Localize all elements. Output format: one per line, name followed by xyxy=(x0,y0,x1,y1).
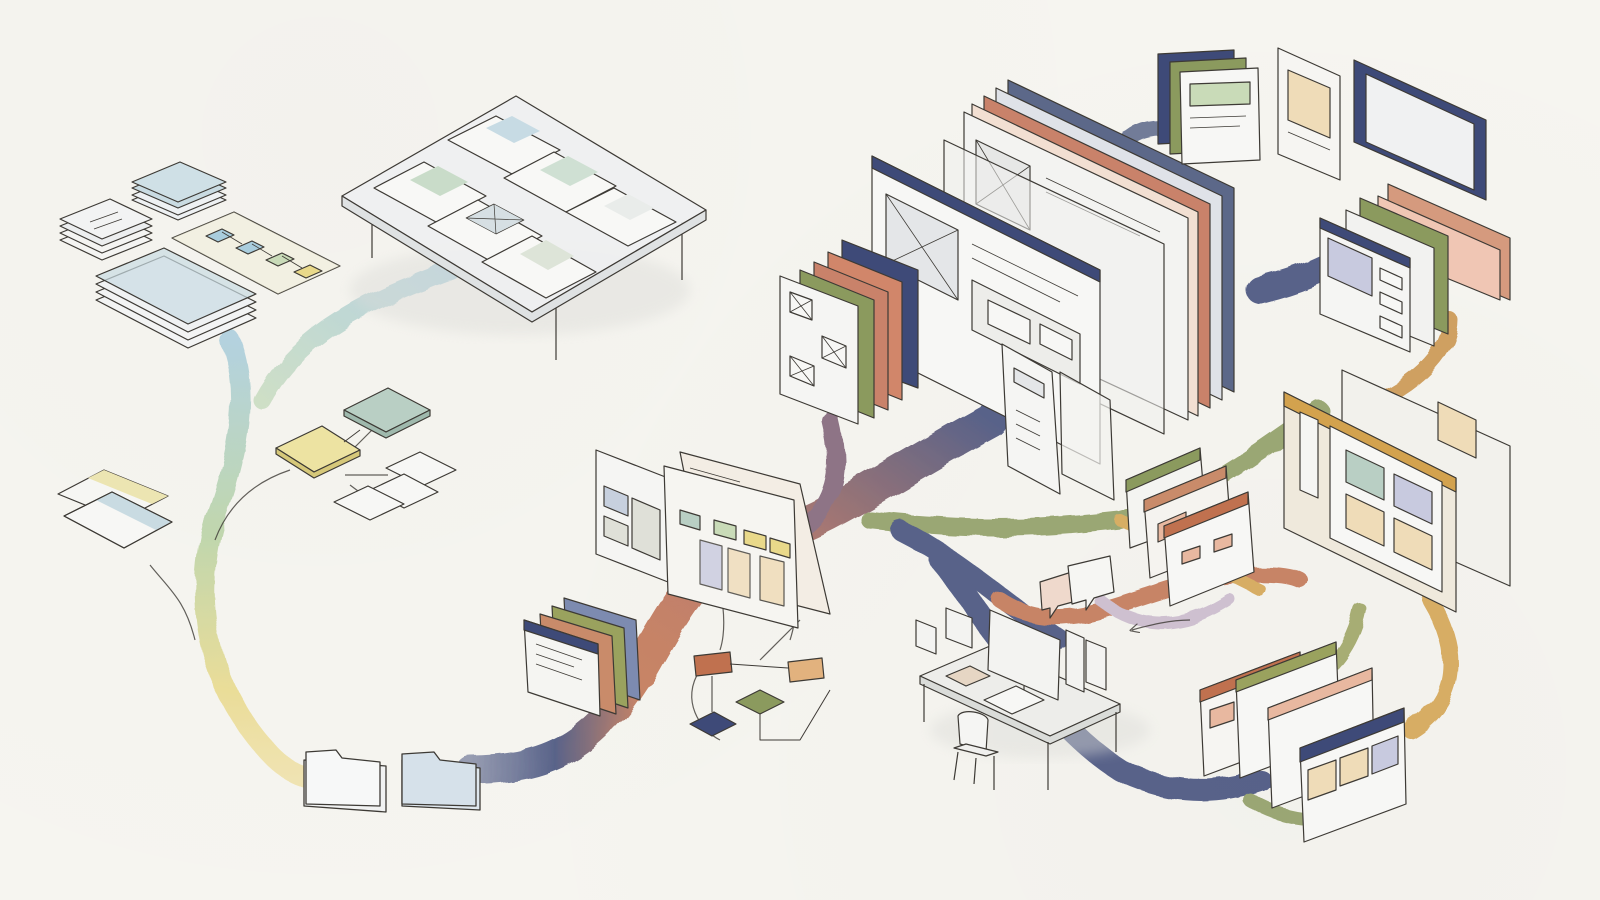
folder-icon xyxy=(303,749,481,813)
small-layered-cards xyxy=(1125,447,1255,607)
stack-small-top xyxy=(131,161,227,221)
stack-small-left xyxy=(59,198,153,261)
mind-map-cards xyxy=(275,387,457,521)
dashboard-window xyxy=(1283,369,1511,613)
wireframe-panels xyxy=(595,449,831,629)
bottom-right-window-stack xyxy=(1199,641,1407,843)
top-right-documents xyxy=(1157,47,1487,201)
stack-large xyxy=(95,247,257,349)
left-cards xyxy=(57,469,173,549)
layered-browser-windows xyxy=(779,79,1235,501)
meeting-table-icon xyxy=(341,95,707,360)
right-window-stacks xyxy=(1319,183,1511,353)
timeline-card xyxy=(171,211,341,295)
window-stack-center-left xyxy=(523,597,641,717)
flowchart-icon xyxy=(689,651,831,741)
chair-icon xyxy=(953,711,999,790)
chat-bubble-icon xyxy=(1039,555,1115,619)
document-stacks xyxy=(59,161,341,349)
